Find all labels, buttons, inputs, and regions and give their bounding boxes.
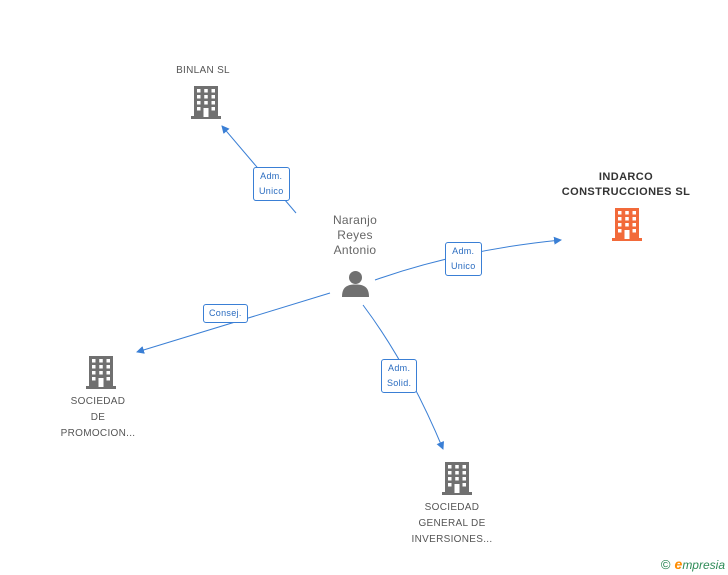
company-label-binlan[interactable]: BINLAN SL (153, 63, 253, 79)
person-name-line: Naranjo (332, 213, 378, 227)
person-icon[interactable] (341, 269, 370, 298)
building-icon[interactable] (191, 86, 221, 119)
company-label-line: INDARCO (598, 171, 654, 183)
company-label-inversiones[interactable]: SOCIEDAD GENERAL DE INVERSIONES... (397, 500, 507, 548)
edge-label-binlan[interactable]: Adm. Unico (253, 167, 290, 201)
edge-label-line: Unico (451, 261, 476, 271)
edge-label-line: Adm. (452, 246, 475, 256)
company-label-promocion[interactable]: SOCIEDAD DE PROMOCION... (48, 394, 148, 442)
company-label-line: INVERSIONES... (411, 534, 493, 545)
edge-label-promocion[interactable]: Consej. (203, 304, 248, 323)
building-icon[interactable] (612, 208, 642, 241)
company-label-line: BINLAN SL (176, 65, 230, 76)
person-name[interactable]: Naranjo Reyes Antonio (300, 213, 410, 258)
company-label-line: CONSTRUCCIONES SL (561, 186, 691, 198)
building-icon[interactable] (86, 356, 116, 389)
company-label-line: SOCIEDAD (70, 396, 126, 407)
edge-label-line: Consej. (209, 308, 242, 318)
brand-name: mpresia (682, 558, 725, 572)
edge-label-line: Solid. (387, 378, 412, 388)
company-label-line: PROMOCION... (60, 428, 136, 439)
edge-label-line: Adm. (388, 363, 411, 373)
copyright-symbol: © (660, 557, 671, 572)
brand-footer[interactable]: ©empresia (661, 556, 725, 572)
company-label-line: GENERAL DE (418, 518, 486, 529)
company-label-line: SOCIEDAD (424, 502, 480, 513)
building-icon[interactable] (442, 462, 472, 495)
edge-label-inversiones[interactable]: Adm. Solid. (381, 359, 418, 393)
edge-label-line: Unico (259, 186, 284, 196)
edge-label-indarco[interactable]: Adm. Unico (445, 242, 482, 276)
person-name-line: Reyes (337, 228, 373, 242)
company-label-line: DE (90, 412, 106, 423)
edge-label-line: Adm. (260, 171, 283, 181)
brand-logo-letter: e (674, 556, 683, 572)
company-label-indarco[interactable]: INDARCO CONSTRUCCIONES SL (550, 170, 702, 200)
person-name-line: Antonio (333, 243, 377, 257)
